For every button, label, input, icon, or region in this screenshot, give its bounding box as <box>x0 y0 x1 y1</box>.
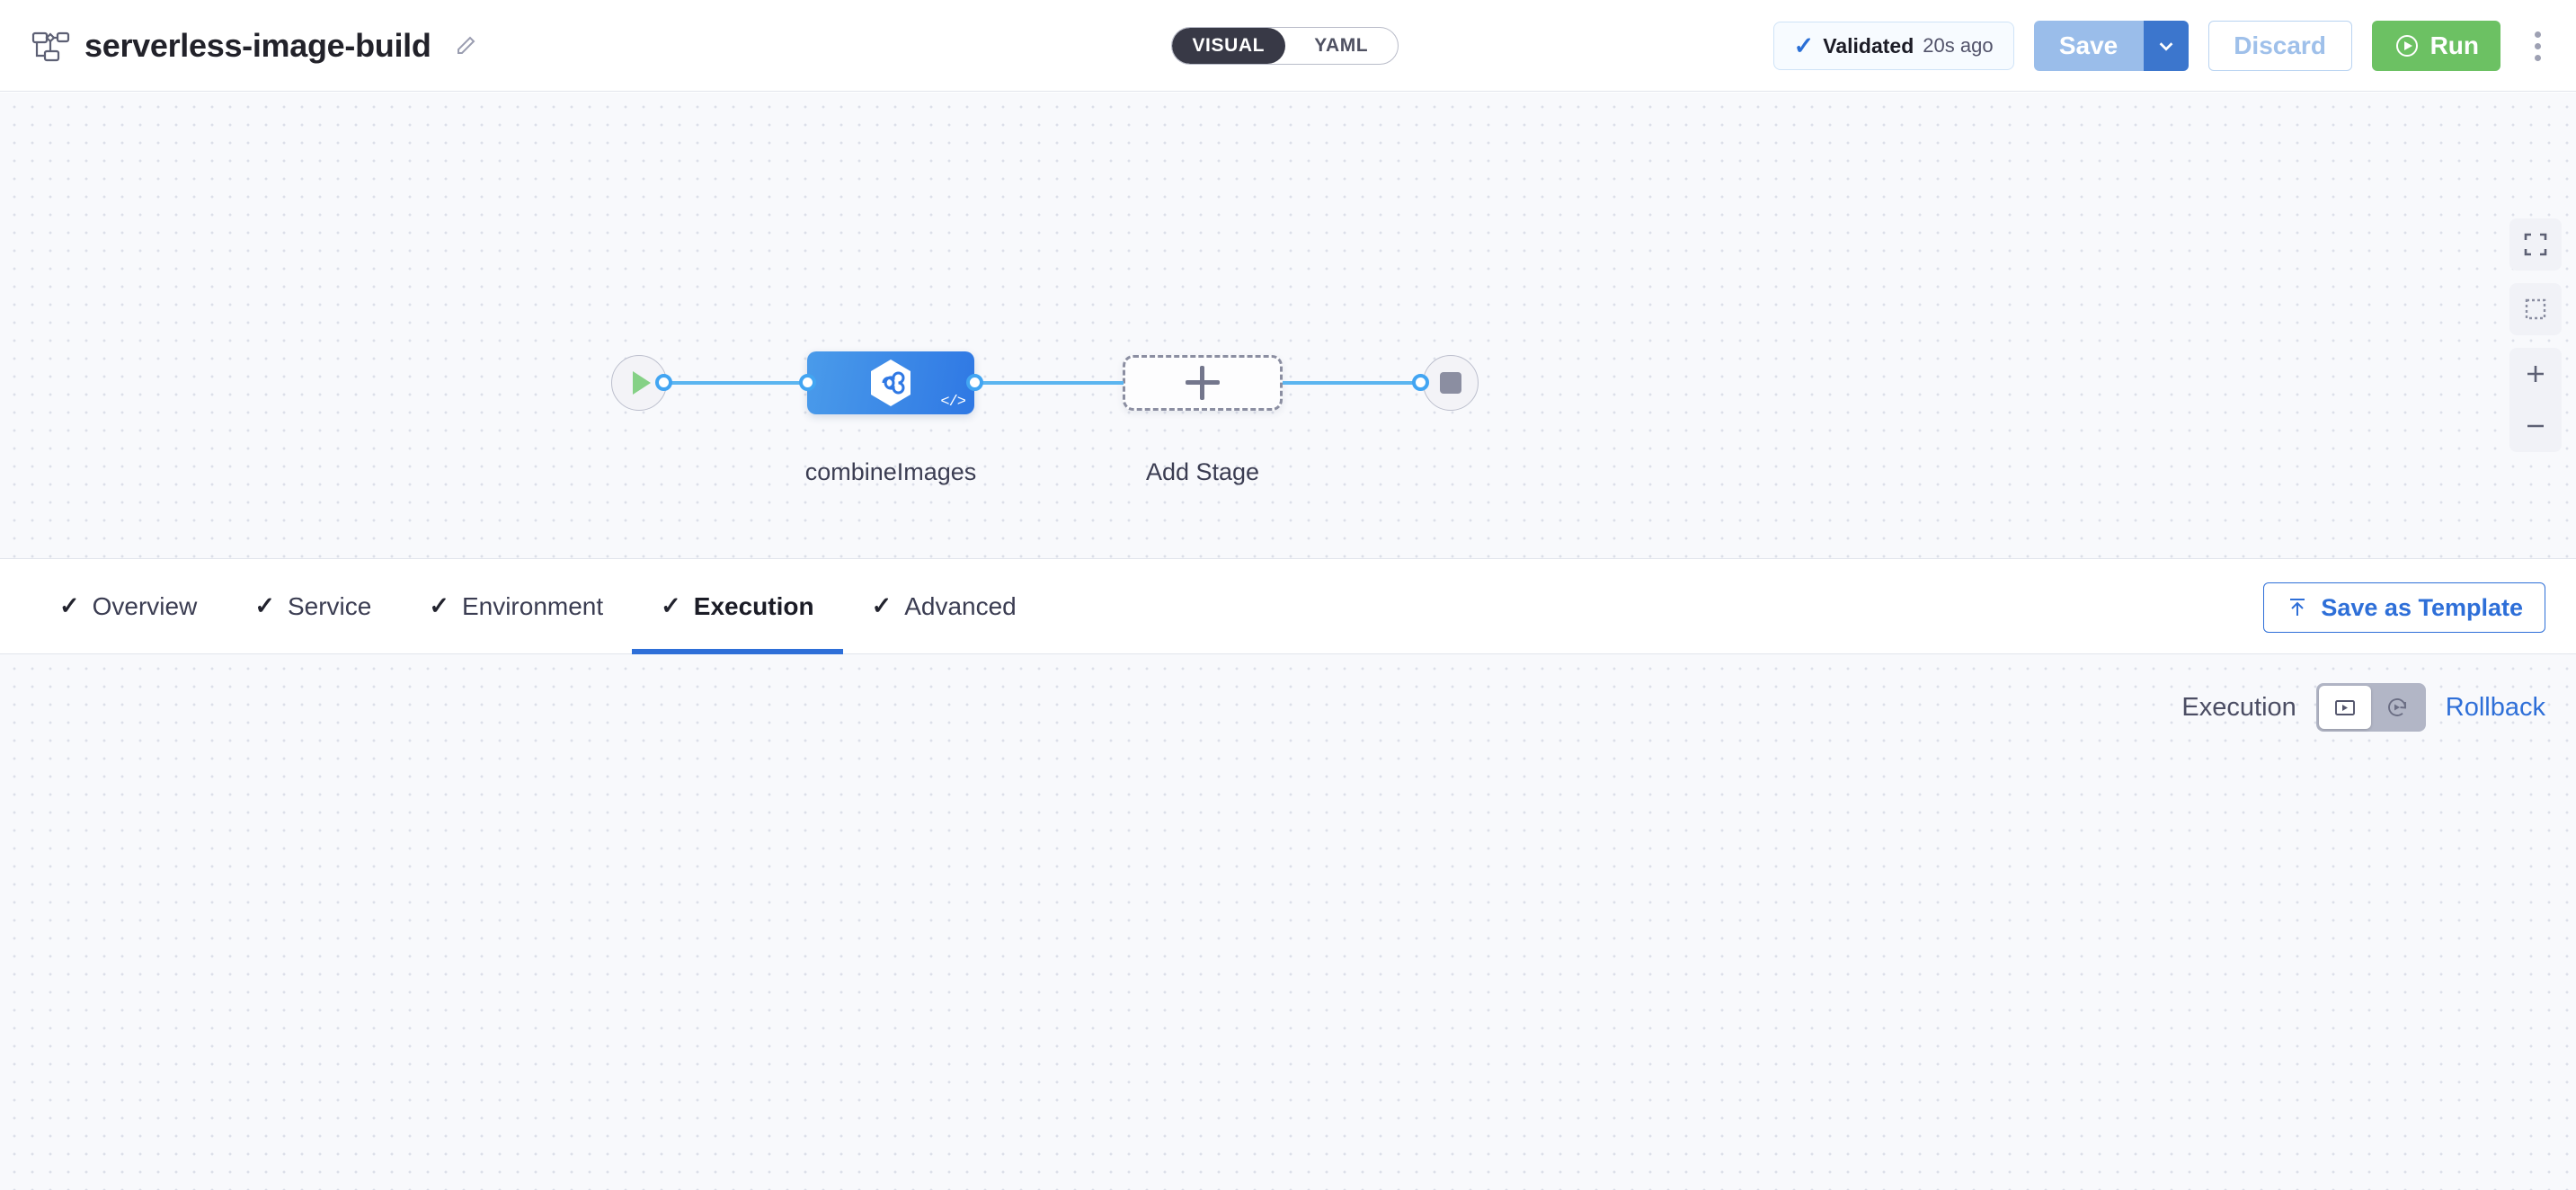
header-actions: ✓ Validated 20s ago Save Discard Run <box>1772 0 2554 92</box>
validated-label: Validated <box>1823 33 1914 58</box>
stage-config-tabs: ✓ Overview ✓ Service ✓ Environment ✓ Exe… <box>0 558 2576 654</box>
pipeline-end-node <box>1423 355 1479 411</box>
save-as-template-button[interactable]: Save as Template <box>2263 582 2545 633</box>
tab-label: Overview <box>92 591 198 620</box>
zoom-out-button[interactable] <box>2509 400 2562 452</box>
connector-start-to-stage <box>663 381 807 385</box>
mode-option-yaml[interactable]: YAML <box>1314 35 1369 56</box>
connector-stage-to-addstage <box>974 381 1124 385</box>
execution-mode-toggle[interactable] <box>2315 683 2426 732</box>
visual-yaml-toggle[interactable]: VISUAL YAML <box>1171 27 1399 65</box>
check-icon: ✓ <box>254 592 275 619</box>
tab-service[interactable]: ✓ Service <box>226 559 400 653</box>
stop-icon <box>1440 372 1461 394</box>
tab-label: Service <box>287 591 372 620</box>
plus-icon <box>2527 366 2544 382</box>
status-badge-validated: ✓ Validated 20s ago <box>1772 22 2014 70</box>
tab-label: Execution <box>693 591 814 620</box>
play-icon <box>632 371 651 395</box>
check-icon: ✓ <box>429 592 449 619</box>
tab-environment[interactable]: ✓ Environment <box>400 559 632 653</box>
save-dropdown-button[interactable] <box>2143 21 2189 71</box>
execution-mode-button[interactable] <box>2318 686 2371 729</box>
expand-icon <box>2524 233 2547 256</box>
pipeline-flow-icon <box>31 28 70 64</box>
stage-input-port[interactable] <box>799 374 816 391</box>
dashed-square-icon <box>2525 298 2546 320</box>
execution-play-box-icon <box>2334 700 2355 715</box>
tab-label: Environment <box>461 591 604 620</box>
stage-node-combineimages[interactable]: </> <box>807 351 974 414</box>
rollback-link[interactable]: Rollback <box>2445 692 2545 722</box>
play-circle-icon <box>2395 35 2418 57</box>
header-left-group: serverless-image-build <box>0 27 480 65</box>
start-node-port[interactable] <box>655 374 672 391</box>
fit-to-screen-button[interactable] <box>2509 218 2562 271</box>
execution-rollback-switch: Execution Rollback <box>2181 683 2545 732</box>
plus-icon <box>1186 366 1220 400</box>
check-icon: ✓ <box>1793 31 1815 59</box>
ci-hexagon-infinity-icon <box>871 360 910 406</box>
zoom-controls <box>2509 348 2562 452</box>
minus-icon <box>2527 424 2544 428</box>
run-button[interactable]: Run <box>2371 21 2500 71</box>
tab-list: ✓ Overview ✓ Service ✓ Environment ✓ Exe… <box>0 559 1045 654</box>
check-icon: ✓ <box>59 592 80 619</box>
page-title: serverless-image-build <box>84 26 431 64</box>
stage-code-badge: </> <box>940 394 966 411</box>
execution-canvas[interactable]: k8s-step-group </> dinD <box>0 654 2576 1190</box>
save-as-template-label: Save as Template <box>2321 593 2523 621</box>
stage-label: combineImages <box>804 458 977 485</box>
stage-canvas-controls <box>2509 218 2562 452</box>
chevron-down-icon <box>2159 42 2172 51</box>
zoom-in-button[interactable] <box>2509 348 2562 400</box>
kebab-menu-icon[interactable] <box>2520 21 2554 71</box>
add-stage-button[interactable] <box>1123 355 1283 411</box>
end-node-port[interactable] <box>1412 374 1429 391</box>
tab-advanced[interactable]: ✓ Advanced <box>843 559 1045 653</box>
check-icon: ✓ <box>871 592 893 619</box>
add-stage-label: Add Stage <box>1145 458 1260 485</box>
selection-marquee-button[interactable] <box>2509 283 2562 335</box>
save-template-icon <box>2290 599 2305 616</box>
connector-addstage-to-end <box>1283 381 1426 385</box>
edit-pencil-icon[interactable] <box>451 31 480 60</box>
discard-button[interactable]: Discard <box>2207 21 2352 71</box>
rollback-mode-button[interactable] <box>2371 686 2423 729</box>
top-header-bar: serverless-image-build VISUAL YAML ✓ Val… <box>0 0 2576 92</box>
execution-mode-label: Execution <box>2181 692 2296 722</box>
tab-label: Advanced <box>904 591 1017 620</box>
tab-overview[interactable]: ✓ Overview <box>31 559 226 653</box>
mode-option-visual[interactable]: VISUAL <box>1172 28 1285 64</box>
stage-output-port[interactable] <box>966 374 983 391</box>
tab-execution[interactable]: ✓ Execution <box>632 559 844 654</box>
run-label: Run <box>2429 31 2479 59</box>
rollback-play-arrow-icon <box>2387 698 2406 716</box>
validated-timestamp: 20s ago <box>1923 34 1994 57</box>
save-button[interactable]: Save <box>2033 21 2144 71</box>
check-icon: ✓ <box>661 592 681 619</box>
stage-canvas[interactable]: </> combineImages Add Stage <box>0 93 2576 558</box>
save-split-button[interactable]: Save <box>2033 21 2189 71</box>
